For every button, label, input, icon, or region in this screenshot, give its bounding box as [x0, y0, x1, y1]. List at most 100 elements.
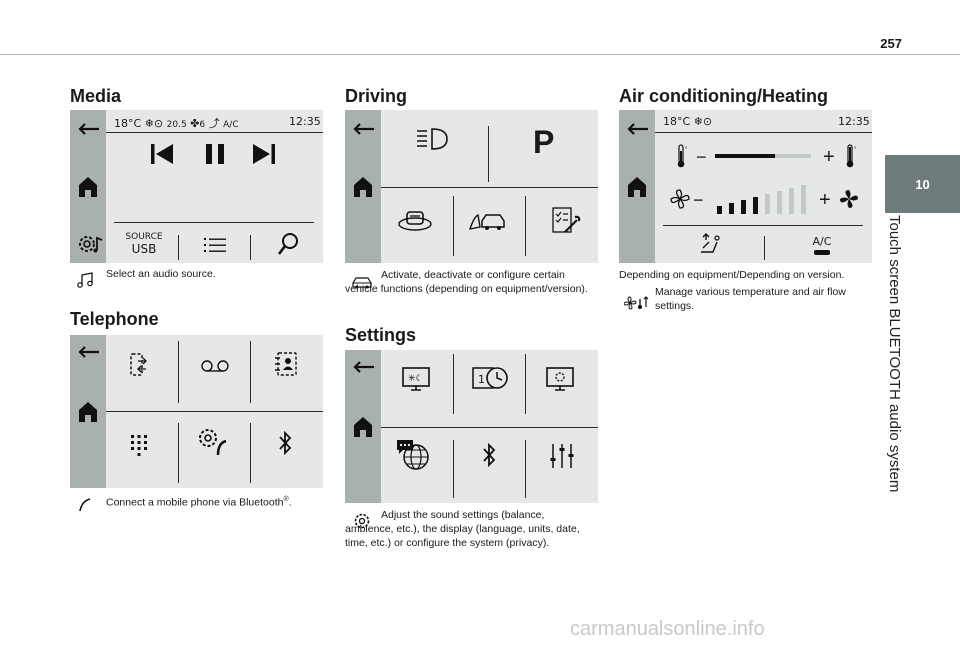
divider [178, 235, 179, 260]
gear-icon [353, 512, 371, 530]
telephone-caption-end: . [288, 496, 292, 509]
snow-icon: ❄ [690, 115, 703, 128]
next-track-icon[interactable] [252, 143, 276, 165]
home-icon[interactable] [78, 176, 98, 198]
status-divider [655, 132, 872, 133]
checklist-wrench-icon[interactable] [551, 206, 581, 236]
home-icon[interactable] [353, 416, 373, 438]
media-screen: 18°C ❄⊙ 20.5 ✤6 ⤴ A/C 12:35 SOURCE USB [70, 110, 323, 263]
svg-text:°: ° [854, 147, 857, 153]
thermometer-icon: ° [676, 143, 690, 169]
grid-divider-h [106, 411, 323, 412]
source-button[interactable]: SOURCE USB [120, 232, 168, 256]
media-caption: Select an audio source. [106, 268, 216, 280]
keypad-icon[interactable] [129, 434, 149, 458]
fan-minus-button[interactable]: − [693, 190, 704, 210]
bluetooth-icon[interactable] [482, 443, 496, 467]
fan-level-bar [753, 197, 758, 214]
ac-indicator [814, 250, 830, 255]
home-icon[interactable] [627, 176, 647, 198]
parking-icon[interactable]: P [533, 124, 555, 160]
divider [453, 440, 454, 498]
divider [178, 341, 179, 403]
air-distribution-icon[interactable] [699, 232, 723, 256]
divider [250, 235, 251, 260]
display-brightness-icon[interactable]: ✳☾ [401, 366, 431, 392]
temp-plus-button[interactable]: + [823, 146, 835, 168]
chapter-title: Touch screen BLUETOOTH audio system [881, 215, 911, 515]
date-time-icon[interactable]: 1 [471, 364, 509, 392]
telephone-caption-mark: ® [283, 496, 289, 503]
back-arrow-icon[interactable] [352, 122, 376, 136]
bluetooth-icon[interactable] [278, 431, 292, 455]
status-time: 12:35 [838, 115, 870, 128]
list-icon[interactable] [203, 236, 227, 254]
status-fan-temp: 20.5 [166, 120, 187, 130]
media-bottom-divider [114, 222, 314, 223]
car-outline-icon [351, 276, 373, 290]
media-status-bar: 18°C ❄⊙ 20.5 ✤6 ⤴ A/C [114, 115, 239, 131]
divider [525, 354, 526, 414]
aircon-screen: 18°C ❄⊙ 12:35 ° − + ° − + A/C [619, 110, 872, 263]
divider [525, 196, 526, 256]
temp-slider[interactable] [715, 154, 811, 158]
status-temp: 18°C [114, 117, 142, 130]
fan-level-bar [777, 191, 782, 214]
aircon-note: Depending on equipment/Depending on vers… [619, 269, 845, 281]
status-divider [106, 132, 323, 133]
language-icon[interactable] [395, 438, 431, 472]
equalizer-icon[interactable] [549, 442, 575, 470]
pause-icon[interactable] [204, 143, 226, 165]
car-top-icon[interactable] [397, 208, 433, 232]
previous-track-icon[interactable] [150, 143, 174, 165]
phone-settings-icon[interactable] [196, 427, 228, 457]
aircon-bottom-divider [663, 225, 863, 226]
aircon-status-bar: 18°C ❄⊙ [663, 115, 712, 128]
source-label: SOURCE [125, 232, 163, 242]
fan-level-bar [801, 185, 806, 214]
telephone-caption-text: Connect a mobile phone via Bluetooth [106, 496, 284, 509]
back-arrow-icon[interactable] [352, 360, 376, 374]
svg-text:✳☾: ✳☾ [408, 374, 424, 384]
status-airflow-icon: ⤴ [208, 117, 220, 130]
phone-transfer-icon[interactable] [129, 353, 149, 377]
seat-car-icon[interactable] [468, 209, 506, 233]
back-arrow-icon[interactable] [77, 122, 101, 136]
ac-button[interactable]: A/C [807, 235, 837, 255]
fan-level-bar [729, 203, 734, 214]
search-icon[interactable] [277, 232, 299, 256]
temp-minus-button[interactable]: − [696, 147, 707, 167]
telephone-title: Telephone [70, 309, 159, 329]
thermometer-icon: ° [845, 143, 859, 169]
home-icon[interactable] [78, 401, 98, 423]
status-fan-level: 6 [199, 120, 206, 130]
fan-plus-button[interactable]: + [819, 189, 831, 211]
svg-text:1: 1 [478, 373, 485, 386]
display-settings-icon[interactable] [545, 366, 575, 392]
media-title: Media [70, 86, 122, 106]
fan-icon [669, 188, 691, 210]
status-ac: A/C [223, 120, 239, 130]
headlight-icon[interactable] [415, 126, 449, 152]
contacts-icon[interactable] [274, 351, 300, 377]
ac-label: A/C [812, 235, 832, 248]
location-icon: ⊙ [153, 117, 167, 130]
status-temp: 18°C [663, 115, 691, 128]
temp-slider-fill [715, 154, 775, 158]
back-arrow-icon[interactable] [77, 345, 101, 359]
snow-icon: ❄ [141, 117, 154, 130]
fan-level-bars[interactable] [717, 184, 813, 214]
settings-title: Settings [345, 325, 417, 345]
fan-level-bar [717, 206, 722, 214]
source-value: USB [131, 242, 157, 256]
divider [525, 440, 526, 498]
divider [488, 126, 489, 182]
voicemail-icon[interactable] [200, 359, 230, 373]
telephone-screen [70, 335, 323, 488]
back-arrow-icon[interactable] [626, 122, 650, 136]
divider [178, 423, 179, 483]
fan-icon [838, 188, 860, 210]
aircon-caption: Manage various temperature and air flow … [655, 286, 846, 312]
media-settings-icon[interactable] [76, 232, 104, 256]
home-icon[interactable] [353, 176, 373, 198]
